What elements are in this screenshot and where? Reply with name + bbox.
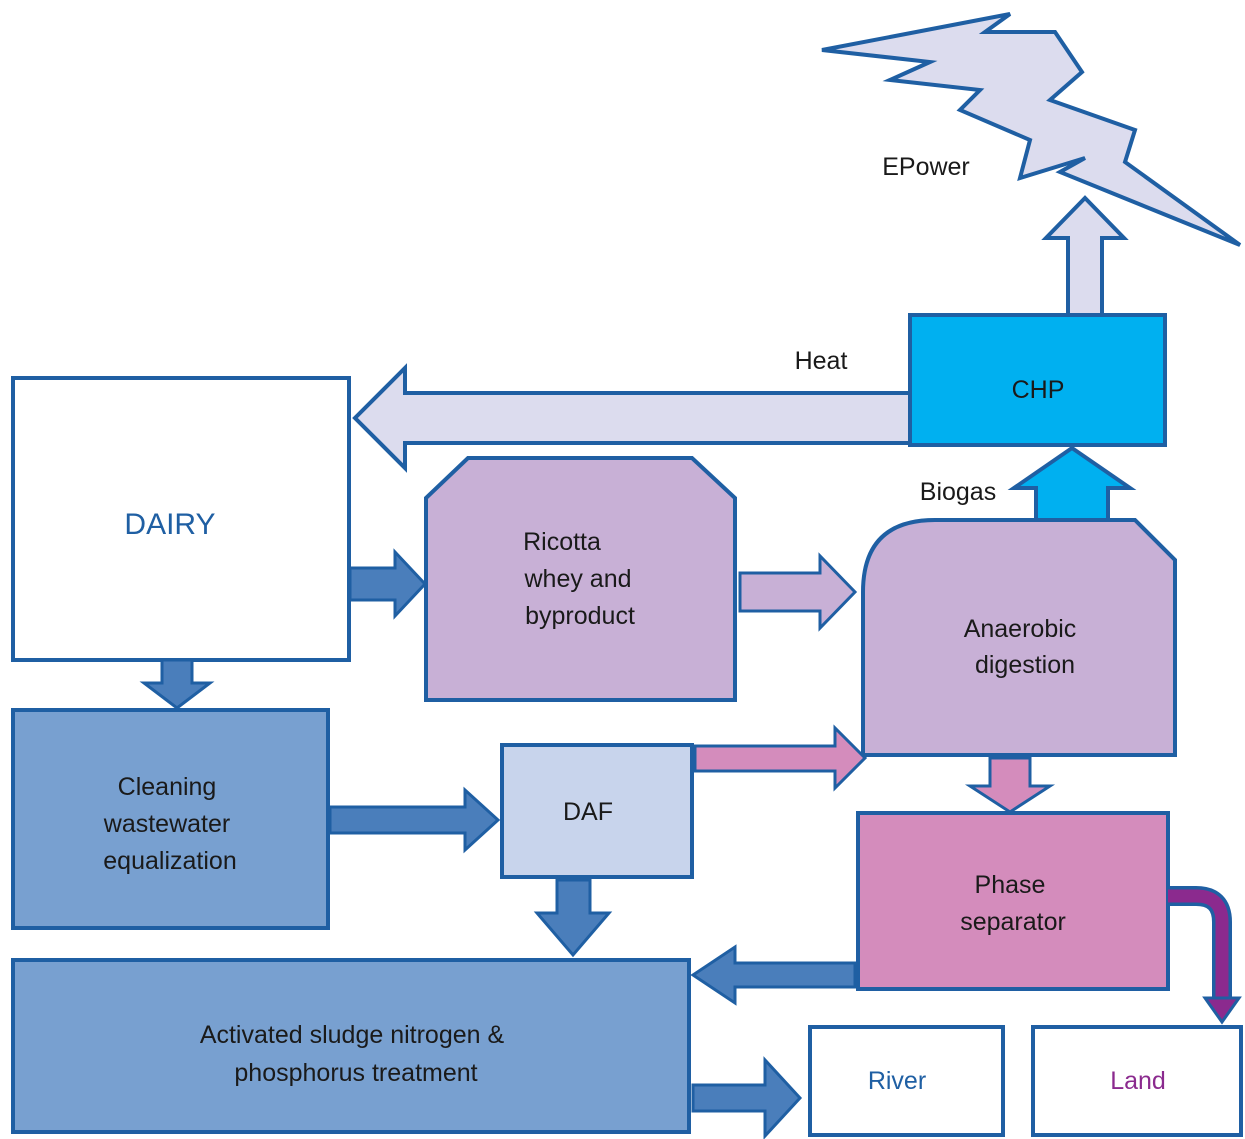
arrow-phase-to-activated — [690, 944, 857, 1006]
activated-line-1: Activated sludge nitrogen & — [200, 1021, 505, 1049]
ricotta-line-3: byproduct — [525, 602, 635, 630]
cleaning-line-3: equalization — [103, 847, 236, 875]
arrow-activated-to-river — [691, 1056, 803, 1139]
phase-separator-box — [856, 811, 1170, 991]
arrow-dairy-to-cleaning — [139, 658, 215, 710]
arrow-chp-to-power — [1041, 195, 1129, 317]
dairy-box — [11, 376, 351, 662]
cleaning-line-1: Cleaning — [118, 773, 217, 801]
chp-box — [908, 313, 1167, 447]
arrow-daf-to-activated — [533, 878, 613, 958]
river-box — [808, 1025, 1005, 1137]
pipe-phase-to-land-fill — [1168, 889, 1229, 1000]
dairy-label: DAIRY — [124, 508, 215, 541]
anaerobic-line-1: Anaerobic — [964, 615, 1077, 643]
arrow-biogas — [1007, 445, 1137, 522]
arrow-daf-to-anaerobic — [693, 724, 868, 792]
ricotta-box — [424, 456, 737, 702]
arrow-cleaning-to-daf — [328, 786, 501, 854]
lightning-bolt-icon — [821, 12, 1242, 247]
arrow-ricotta-to-anaerobic — [738, 552, 858, 632]
river-label: River — [868, 1067, 926, 1095]
chp-label: CHP — [1012, 376, 1065, 404]
arrow-dairy-to-ricotta — [348, 548, 428, 620]
ricotta-line-2: whey and — [523, 565, 631, 593]
activated-line-2: phosphorus treatment — [234, 1059, 477, 1087]
activated-sludge-box — [11, 958, 691, 1134]
arrow-head-to-land — [1202, 996, 1242, 1025]
anaerobic-line-2: digestion — [975, 651, 1075, 679]
daf-box — [500, 743, 694, 879]
arrow-anaerobic-to-phase — [964, 756, 1056, 814]
arrow-heat — [352, 363, 912, 473]
biogas-label: Biogas — [920, 478, 996, 506]
cleaning-box — [11, 708, 330, 930]
land-label: Land — [1110, 1067, 1166, 1095]
daf-label: DAF — [563, 798, 613, 826]
epower-label: EPower — [882, 153, 970, 181]
anaerobic-box — [861, 518, 1177, 757]
phase-line-1: Phase — [975, 871, 1046, 899]
ricotta-line-1: Ricotta — [523, 528, 601, 556]
phase-line-2: separator — [960, 908, 1066, 936]
heat-label: Heat — [795, 347, 848, 375]
cleaning-line-2: wastewater — [103, 810, 230, 838]
land-box — [1031, 1025, 1243, 1137]
